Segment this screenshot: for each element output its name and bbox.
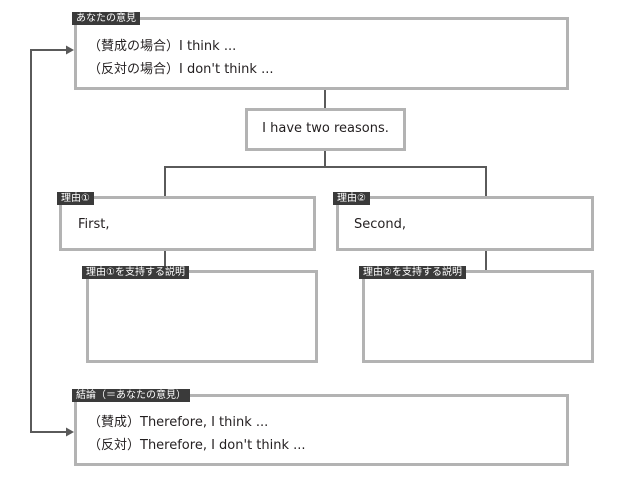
support2-tag: 理由②を支持する説明 xyxy=(359,266,466,279)
connector-to-reason1 xyxy=(164,166,166,197)
opinion-disagree-line: （反対の場合）I don't think ... xyxy=(88,62,274,77)
connector-center-down xyxy=(324,150,326,167)
reason2-text: Second, xyxy=(354,217,406,232)
connector-reason1-to-support xyxy=(164,250,166,270)
reason2-box xyxy=(336,196,594,251)
reason2-tag: 理由② xyxy=(333,192,370,205)
opinion-tag: あなたの意見 xyxy=(72,12,140,25)
conclusion-agree-line: （賛成）Therefore, I think ... xyxy=(88,415,269,430)
conclusion-disagree-line: （反対）Therefore, I don't think ... xyxy=(88,438,306,453)
reasons-intro-text: I have two reasons. xyxy=(262,121,389,136)
support1-box xyxy=(86,270,318,363)
connector-to-reason2 xyxy=(485,166,487,197)
support2-box xyxy=(362,270,594,363)
connector-horizontal xyxy=(164,166,487,168)
opinion-box xyxy=(74,17,569,90)
opinion-agree-line: （賛成の場合）I think ... xyxy=(88,39,237,54)
support1-tag: 理由①を支持する説明 xyxy=(82,266,189,279)
arrow-head-to-opinion xyxy=(66,45,74,55)
arrow-head-to-conclusion xyxy=(66,427,74,437)
reason1-tag: 理由① xyxy=(57,192,94,205)
connector-opinion-to-center xyxy=(324,89,326,109)
conclusion-tag: 結論（＝あなたの意見） xyxy=(72,389,190,402)
connector-reason2-to-support xyxy=(485,250,487,270)
reasons-intro-box xyxy=(245,108,406,151)
conclusion-box xyxy=(74,394,569,466)
reason1-box xyxy=(59,196,316,251)
reason1-text: First, xyxy=(78,217,110,232)
